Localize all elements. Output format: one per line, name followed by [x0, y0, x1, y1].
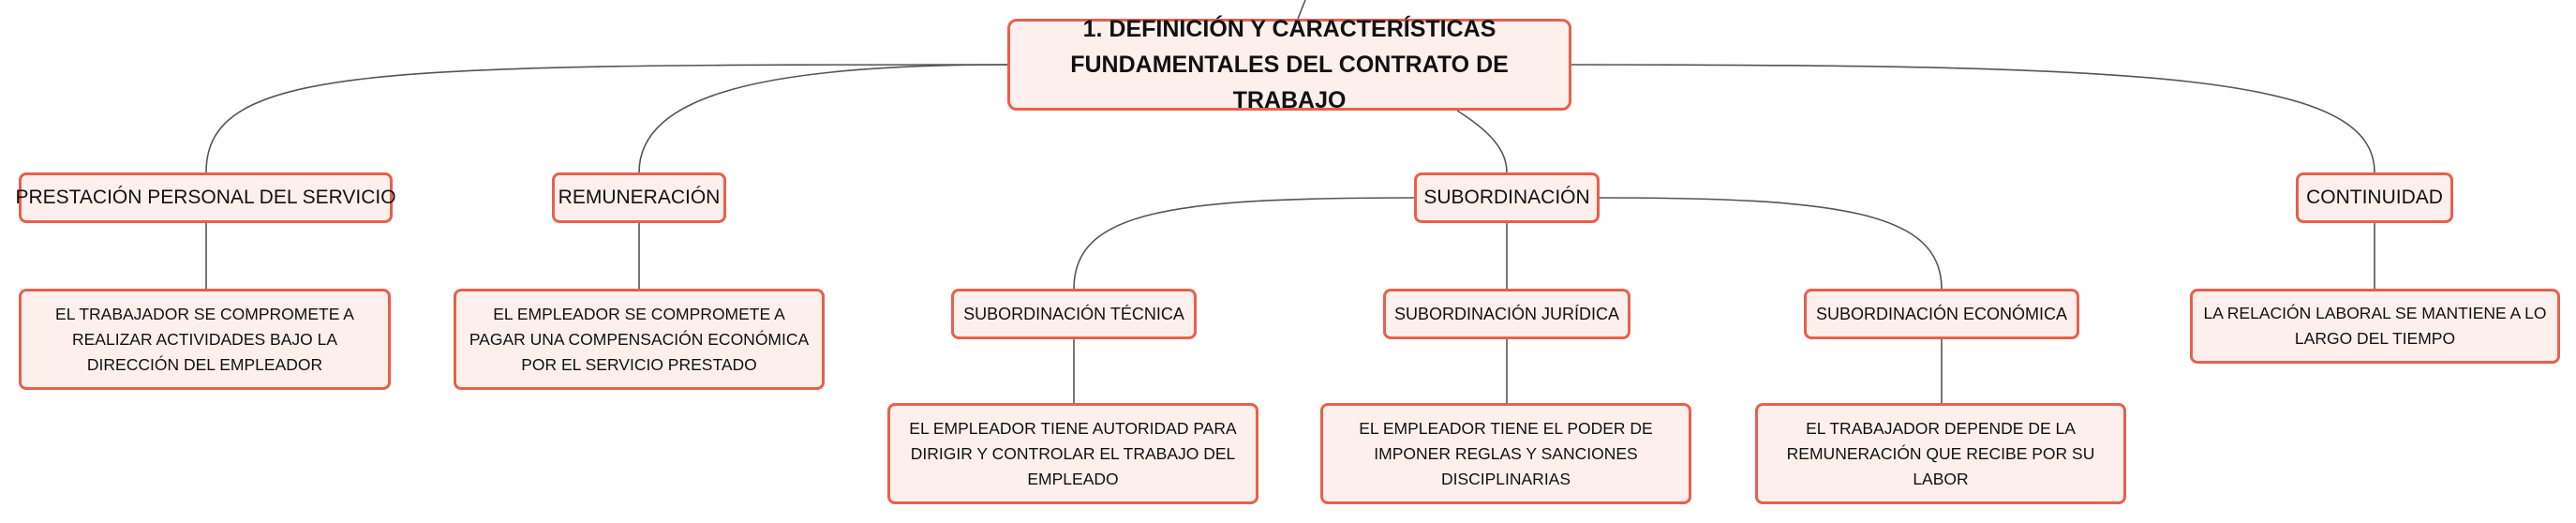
detail-subordinacion-juridica[interactable]: EL EMPLEADOR TIENE EL PODER DE IMPONER R…	[1320, 403, 1691, 504]
subtopic-label: SUBORDINACIÓN ECONÓMICA	[1815, 305, 2068, 323]
detail-text: EL EMPLEADOR TIENE AUTORIDAD PARA DIRIGI…	[909, 418, 1237, 488]
topic-prestacion-personal[interactable]: PRESTACIÓN PERSONAL DEL SERVICIO	[15, 172, 396, 223]
topic-remuneracion[interactable]: REMUNERACIÓN	[552, 172, 726, 223]
detail-text: EL TRABAJADOR DEPENDE DE LA REMUNERACIÓN…	[1786, 418, 2095, 488]
subtopic-subordinacion-juridica[interactable]: SUBORDINACIÓN JURÍDICA	[1383, 289, 1630, 339]
root-topic-node[interactable]: 1. DEFINICIÓN Y CARACTERÍSTICAS FUNDAMEN…	[1007, 16, 1571, 113]
connector-root-subordinacion	[1456, 110, 1508, 173]
topic-label: SUBORDINACIÓN	[1423, 187, 1590, 208]
detail-text: EL EMPLEADOR TIENE EL PODER DE IMPONER R…	[1359, 418, 1653, 488]
connector-to-parent	[1297, 0, 1306, 20]
subtopic-label: SUBORDINACIÓN TÉCNICA	[963, 305, 1184, 323]
detail-text: EL EMPLEADOR SE COMPROMETE A PAGAR UNA C…	[469, 304, 810, 374]
topic-label: PRESTACIÓN PERSONAL DEL SERVICIO	[15, 187, 396, 208]
root-topic-line-2: FUNDAMENTALES DEL CONTRATO DE TRABAJO	[1070, 52, 1509, 113]
topic-label: REMUNERACIÓN	[558, 187, 721, 208]
connector-sub-tecnica	[1073, 197, 1415, 290]
detail-text: EL TRABAJADOR SE COMPROMETE A REALIZAR A…	[55, 304, 354, 374]
connector-root-remuneracion	[638, 64, 1008, 173]
detail-remuneracion[interactable]: EL EMPLEADOR SE COMPROMETE A PAGAR UNA C…	[454, 289, 825, 390]
detail-prestacion-personal[interactable]: EL TRABAJADOR SE COMPROMETE A REALIZAR A…	[19, 289, 391, 390]
connector-sub-economica	[1599, 197, 1943, 290]
topic-continuidad[interactable]: CONTINUIDAD	[2296, 172, 2453, 223]
topic-label: CONTINUIDAD	[2306, 187, 2443, 208]
subtopic-subordinacion-tecnica[interactable]: SUBORDINACIÓN TÉCNICA	[951, 289, 1197, 339]
connector-root-prestacion	[205, 64, 1008, 173]
detail-subordinacion-tecnica[interactable]: EL EMPLEADOR TIENE AUTORIDAD PARA DIRIGI…	[887, 403, 1258, 504]
detail-text: LA RELACIÓN LABORAL SE MANTIENE A LO LAR…	[2203, 304, 2547, 348]
root-topic-line-1: 1. DEFINICIÓN Y CARACTERÍSTICAS	[1082, 16, 1496, 42]
subtopic-label: SUBORDINACIÓN JURÍDICA	[1393, 305, 1620, 323]
subtopic-subordinacion-economica[interactable]: SUBORDINACIÓN ECONÓMICA	[1804, 289, 2079, 339]
detail-continuidad[interactable]: LA RELACIÓN LABORAL SE MANTIENE A LO LAR…	[2190, 289, 2560, 364]
topic-subordinacion[interactable]: SUBORDINACIÓN	[1414, 172, 1600, 223]
connector-root-continuidad	[1571, 64, 2375, 173]
detail-subordinacion-economica[interactable]: EL TRABAJADOR DEPENDE DE LA REMUNERACIÓN…	[1755, 403, 2126, 504]
